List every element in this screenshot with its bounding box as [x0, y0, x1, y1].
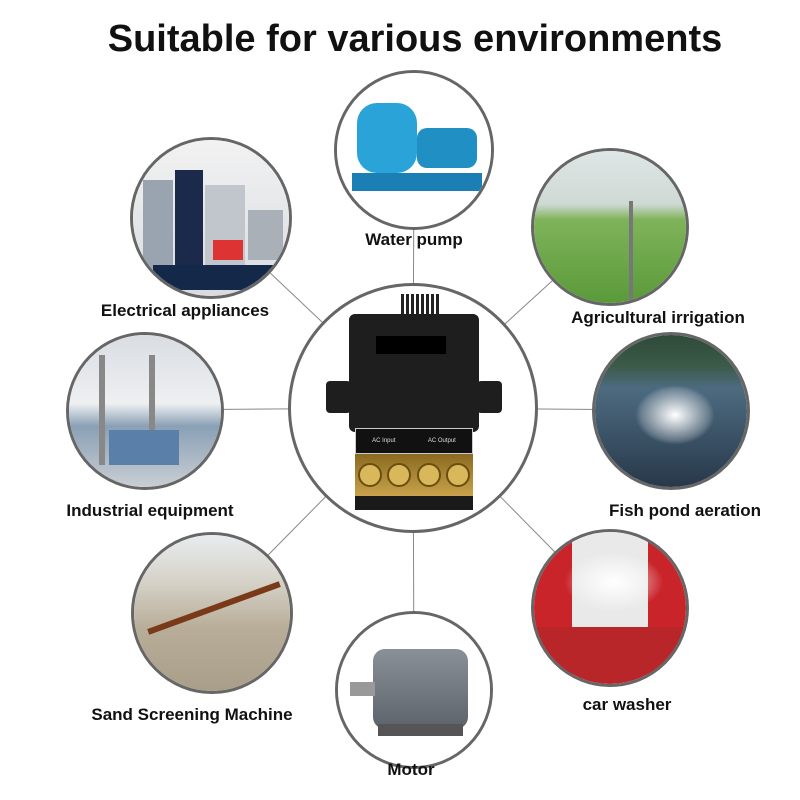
- agricultural-irrigation-image: [531, 148, 689, 306]
- fish-pond-aeration-image: [592, 332, 750, 490]
- agricultural-irrigation-label: Agricultural irrigation: [571, 308, 745, 327]
- output-label: AC Output: [427, 438, 456, 444]
- car-washer-label: car washer: [582, 695, 672, 714]
- motor-image: [335, 611, 493, 769]
- fish-pond-aeration-label: Fish pond aeration: [608, 501, 762, 520]
- motor-label: Motor: [387, 760, 435, 779]
- electrical-appliances-image: [130, 137, 292, 299]
- water-pump-image: [334, 70, 494, 230]
- water-pump-label: Water pump: [365, 230, 463, 249]
- sand-screening-machine-image: [131, 532, 293, 694]
- industrial-equipment-image: [66, 332, 224, 490]
- electrical-appliances-label: Electrical appliances: [100, 301, 270, 320]
- input-label: AC Input: [372, 438, 396, 444]
- car-washer-image: [531, 529, 689, 687]
- sand-screening-machine-label: Sand Screening Machine: [91, 705, 293, 724]
- page-title: Suitable for various environments: [107, 18, 723, 60]
- relay-switch-image: AC Input AC Output: [288, 283, 538, 533]
- industrial-equipment-label: Industrial equipment: [66, 501, 234, 520]
